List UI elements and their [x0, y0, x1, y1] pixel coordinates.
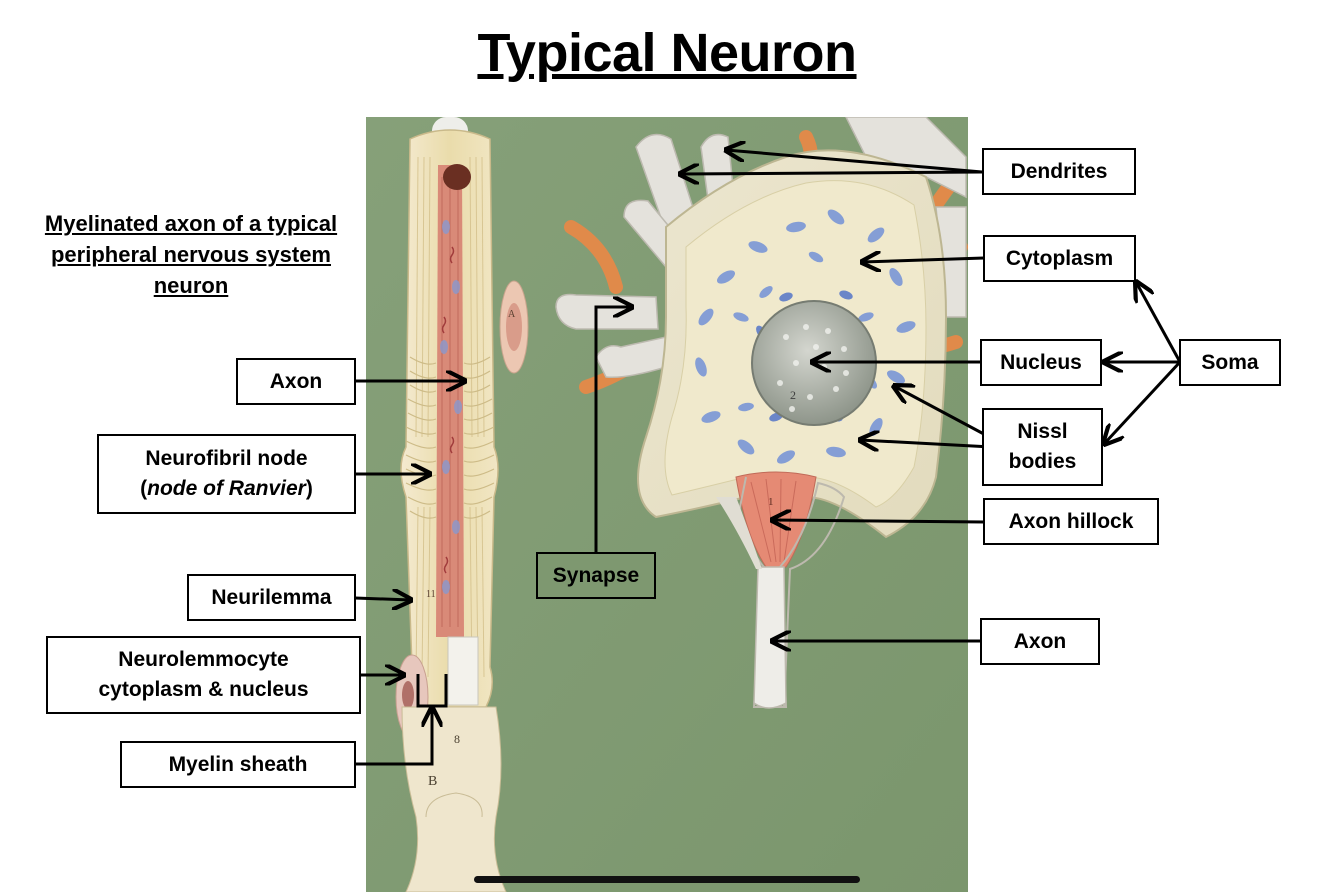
- arrow-dendrites-2: [680, 172, 983, 174]
- home-indicator-bar[interactable]: [474, 876, 860, 883]
- label-axon-right: Axon: [980, 618, 1100, 665]
- label-dendrites: Dendrites: [982, 148, 1136, 195]
- myelinated-axon-model: A 8 B 11: [395, 117, 529, 892]
- label-neurofibril-node: Neurofibril node (node of Ranvier): [97, 434, 356, 514]
- marker-11: 11: [426, 589, 436, 600]
- label-synapse: Synapse: [536, 552, 656, 599]
- neuron-model-photo: A 8 B 11: [366, 117, 968, 892]
- marker-a: A: [508, 309, 516, 320]
- arrow-soma-cytoplasm: [1136, 282, 1182, 363]
- arrow-cytoplasm: [862, 258, 985, 262]
- page-title: Typical Neuron: [477, 23, 857, 83]
- arrow-axon-hillock: [772, 520, 985, 522]
- label-neurilemma: Neurilemma: [187, 574, 356, 621]
- label-cytoplasm: Cytoplasm: [983, 235, 1136, 282]
- label-axon-hillock: Axon hillock: [983, 498, 1159, 545]
- marker-2: 2: [790, 388, 796, 402]
- subtitle: Myelinated axon of a typical peripheral …: [44, 211, 338, 298]
- marker-b: B: [428, 774, 437, 789]
- arrow-soma-nissl: [1104, 360, 1182, 444]
- label-myelin-sheath: Myelin sheath: [120, 741, 356, 788]
- marker-1: 1: [768, 496, 774, 508]
- arrow-synapse: [594, 307, 632, 552]
- label-axon-left: Axon: [236, 358, 356, 405]
- label-nucleus: Nucleus: [980, 339, 1102, 386]
- label-soma: Soma: [1179, 339, 1281, 386]
- marker-8: 8: [454, 732, 460, 746]
- arrow-dendrites-1: [726, 150, 983, 174]
- myelin-bracket: [416, 674, 448, 708]
- arrow-neurilemma: [354, 598, 411, 600]
- arrow-myelin-sheath: [355, 708, 432, 766]
